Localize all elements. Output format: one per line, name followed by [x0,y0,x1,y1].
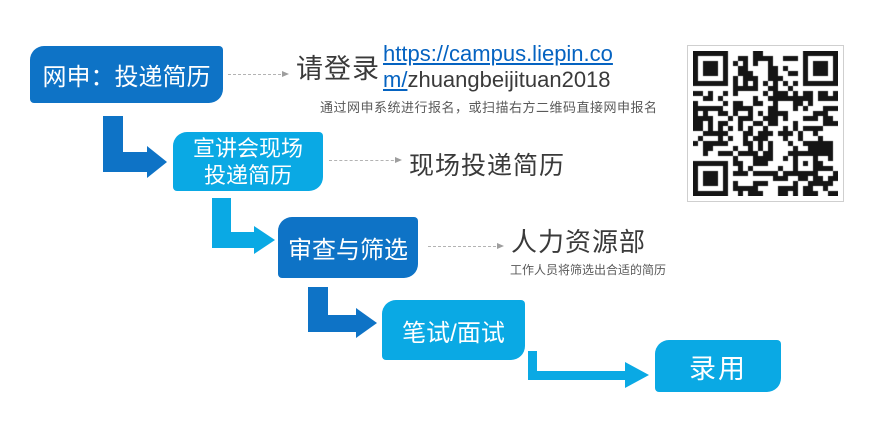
application-url-line2-rest: zhuangbeijituan2018 [407,67,611,92]
step-label-line1: 宣讲会现场 [192,135,303,161]
step-box-written-test-interview: 笔试/面试 [382,300,525,360]
dashed-connector-3 [428,243,504,249]
step-box-online-application: 网申：投递简历 [30,46,223,103]
hr-department-text: 人力资源部 [511,227,647,257]
step-label: 网申：投递简历 [42,64,211,91]
qr-code [687,45,844,202]
step-box-offer: 录用 [655,340,781,392]
online-application-note: 通过网申系统进行报名，或扫描右方二维码直接网申报名 [320,100,658,115]
step-box-onsite-delivery: 宣讲会现场 投递简历 [173,132,323,191]
login-prefix-text: 请登录 [296,54,380,84]
step-label: 笔试/面试 [402,319,505,347]
application-url: https://campus.liepin.co m/zhuangbeijitu… [383,41,613,93]
screening-note: 工作人员将筛选出合适的简历 [510,263,667,277]
onsite-delivery-text: 现场投递简历 [409,152,566,180]
step-label: 录用 [689,353,747,384]
step-box-review-screening: 审查与筛选 [278,217,418,278]
application-url-line2-link[interactable]: m/ [383,67,408,92]
qr-code-canvas [693,51,838,196]
dashed-connector-2 [329,157,402,163]
step-label-line2: 投递简历 [203,162,292,188]
application-url-line1[interactable]: https://campus.liepin.co [383,41,613,66]
dashed-connector-1 [228,71,289,77]
step-label: 审查与筛选 [288,237,408,264]
